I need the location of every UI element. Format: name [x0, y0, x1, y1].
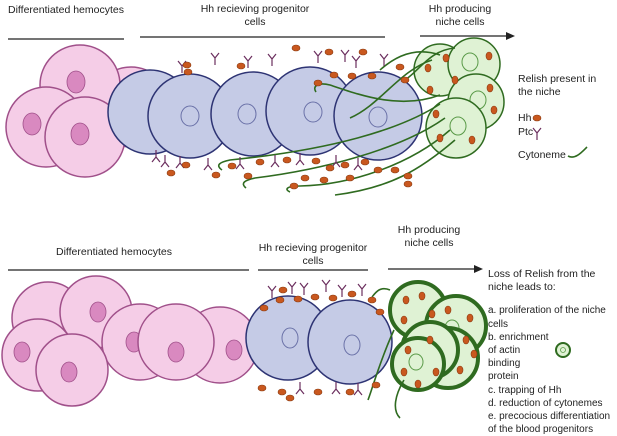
- bottom-ptc-receptors: [267, 279, 367, 396]
- legend-cytoneme-label: Cytoneme: [518, 149, 566, 161]
- bottom-differentiated-label: Differentiated hemocytes: [56, 246, 172, 258]
- top-cytonemes: [218, 47, 456, 196]
- loss-item-d: d. reduction of cytonemes: [488, 397, 603, 409]
- bottom-panel: [1, 265, 571, 419]
- loss-item-c: c. trapping of Hh: [488, 384, 562, 396]
- top-receiving-label: Hh recieving progenitor cells: [200, 3, 310, 28]
- legend-cytoneme-icon: [567, 146, 588, 158]
- loss-item-a: a. proliferation of the niche cells: [488, 305, 606, 330]
- diagram-canvas: [1, 32, 588, 419]
- top-differentiated-label: Differentiated hemocytes: [8, 4, 124, 16]
- bottom-producing-arrowhead: [474, 265, 483, 273]
- loss-item-b: b. enrichment of actin binding protein: [488, 331, 549, 383]
- top-producing-arrowhead: [506, 32, 515, 40]
- loss-item-e: e. precocious differentiation of the blo…: [488, 411, 611, 436]
- bottom-receiving-label: Hh recieving progenitor cells: [258, 242, 368, 267]
- bottom-cytonemes: [367, 287, 405, 419]
- bottom-progenitors: [245, 295, 393, 385]
- bottom-producing-label: Hh producing niche cells: [397, 224, 461, 249]
- legend-hh-label: Hh: [518, 112, 532, 124]
- legend-hh-dot: [532, 114, 542, 122]
- legend-relish-label: Relish present in the niche: [518, 73, 597, 98]
- loss-of-relish-list: Loss of Relish from the niche leads to: …: [488, 268, 616, 436]
- top-hh-dots: [166, 44, 498, 190]
- actin-binding-protein-icon: [555, 342, 571, 358]
- top-progenitors: [107, 66, 423, 161]
- legend: [532, 114, 588, 158]
- top-producing-label: Hh producing niche cells: [428, 3, 492, 28]
- bottom-hh-dots: [257, 286, 478, 402]
- legend-ptc-icon: [532, 127, 542, 140]
- top-ptc-receptors: [151, 49, 389, 171]
- loss-title: Loss of Relish from the niche leads to:: [488, 268, 596, 294]
- top-panel: [5, 32, 515, 196]
- legend-ptc-label: Ptc: [518, 126, 534, 138]
- bottom-hemocytes: [1, 275, 259, 407]
